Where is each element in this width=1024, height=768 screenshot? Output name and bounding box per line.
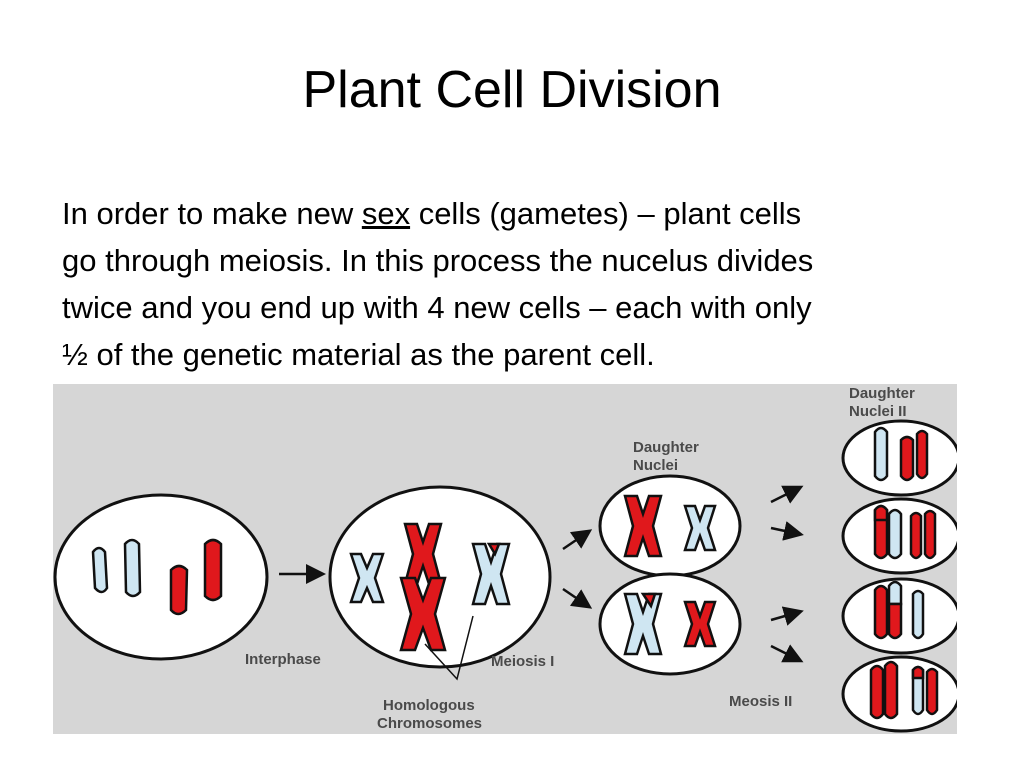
arrow-meiosis-to-daughter-bottom (562, 587, 593, 609)
meiosis-1-cell (328, 485, 552, 669)
label-daughter-nuclei-line2: Nuclei (633, 457, 678, 474)
underlined-word-sex: sex (361, 196, 411, 231)
label-meiosis-2: Meosis II (729, 693, 792, 710)
arrow-to-final-2 (770, 521, 804, 541)
arrow-meiosis-to-daughter-top (562, 529, 593, 551)
final-cell-1 (841, 419, 957, 497)
body-line-2: go through meiosis. In this process the … (62, 243, 814, 278)
label-chromosomes: Chromosomes (377, 715, 482, 732)
slide-body-text: In order to make new sex cells (gametes)… (62, 190, 982, 378)
label-homologous: Homologous (383, 697, 475, 714)
label-daughter-nuclei-line1: Daughter (633, 439, 699, 456)
slide-title: Plant Cell Division (302, 61, 722, 119)
homologous-pointer-lines (424, 615, 474, 681)
label-daughter-nuclei-2-line1: Daughter (849, 385, 915, 402)
body-line-1-start: In order to make new (62, 196, 362, 231)
body-line-4: ½ of the genetic material as the parent … (62, 337, 655, 372)
label-meiosis-1: Meiosis I (491, 653, 554, 670)
final-cell-4 (841, 655, 957, 733)
daughter-nucleus-top (598, 474, 742, 578)
body-line-1: In order to make new sex cells (gametes)… (62, 190, 982, 237)
label-interphase: Interphase (245, 651, 321, 668)
arrow-to-final-3 (770, 606, 804, 626)
arrow-to-final-1 (770, 485, 804, 504)
final-cell-2 (841, 497, 957, 575)
label-daughter-nuclei-2-line2: Nuclei II (849, 403, 907, 420)
body-line-3: twice and you end up with 4 new cells – … (62, 290, 812, 325)
daughter-nucleus-bottom (598, 572, 742, 676)
body-line-1-end: cells (gametes) – plant cells (410, 196, 802, 231)
interphase-cell (53, 493, 269, 661)
meiosis-diagram: Interphase Meiosis I Homologous Chromoso… (53, 384, 957, 734)
final-cell-3 (841, 577, 957, 655)
arrow-to-final-4 (770, 644, 804, 663)
